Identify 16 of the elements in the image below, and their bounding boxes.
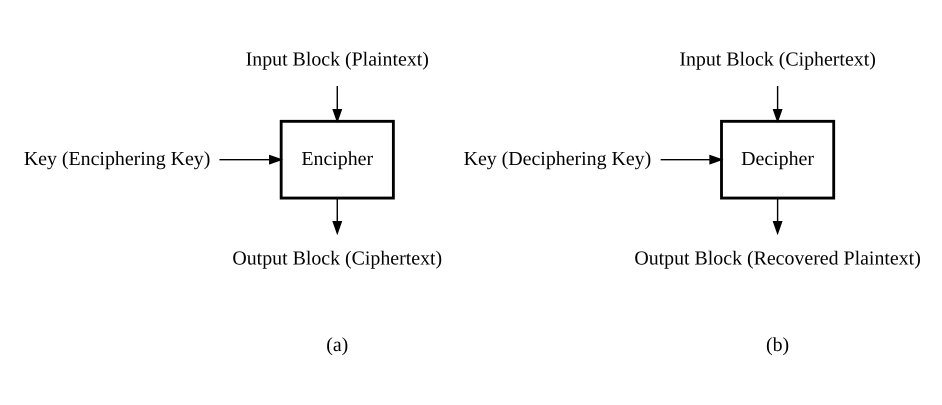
node-text: Input Block (Plaintext) <box>245 48 428 70</box>
arrow <box>332 198 342 235</box>
arrow <box>332 86 342 123</box>
node-text: Output Block (Recovered Plaintext) <box>634 246 920 269</box>
node-box: Encipher <box>279 119 394 199</box>
arrow <box>772 198 782 235</box>
node-text: Key (Deciphering Key) <box>463 147 651 170</box>
arrow <box>218 154 283 164</box>
node-text: Key (Enciphering Key) <box>23 147 210 170</box>
node-text: Input Block (Ciphertext) <box>678 48 876 70</box>
arrow <box>660 154 724 164</box>
arrow <box>772 86 782 123</box>
node-box: Decipher <box>720 119 835 199</box>
node-text: Output Block (Ciphertext) <box>232 246 442 269</box>
label: (a) <box>326 334 348 356</box>
label: (b) <box>766 334 789 356</box>
